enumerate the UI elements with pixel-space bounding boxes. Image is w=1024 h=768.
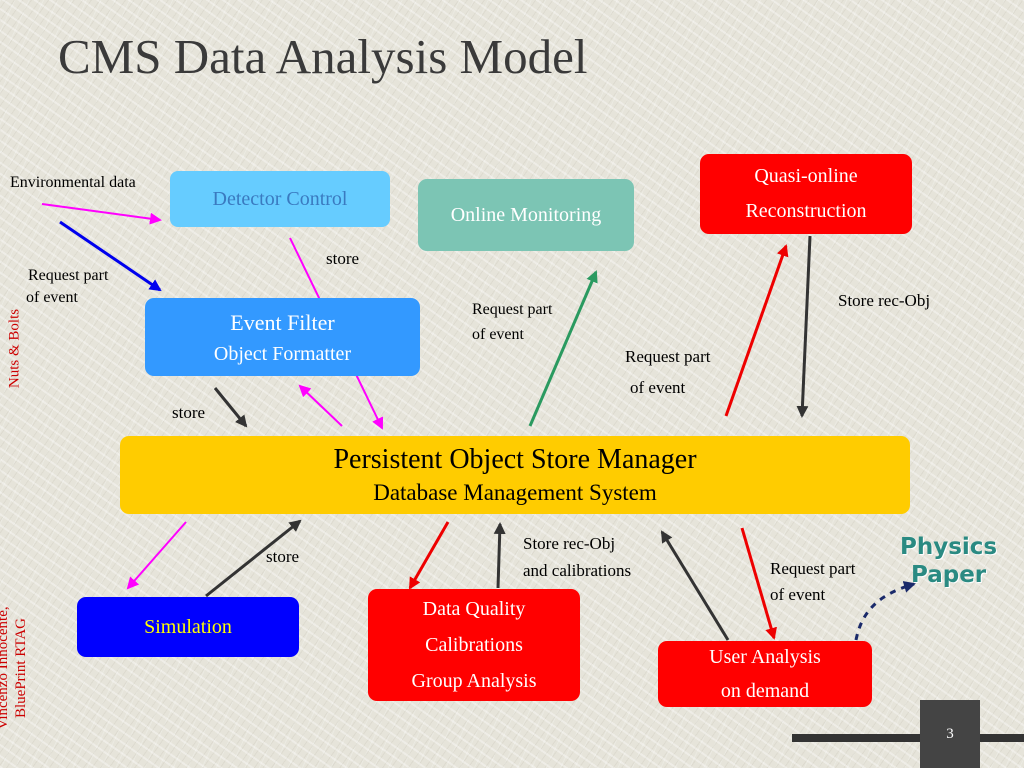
posm-line1: Persistent Object Store Manager	[333, 443, 697, 475]
label-line: Request part	[472, 301, 553, 318]
data-quality-box: Data Quality Calibrations Group Analysis	[368, 589, 580, 701]
label-line: Store rec-Obj	[523, 534, 616, 553]
arrow-request-to-event-filter	[59, 220, 162, 292]
label-line: of event	[770, 584, 826, 604]
nuts-bolts-label: Nuts & Bolts	[6, 308, 23, 389]
label-request-part-bottom: Request part of event	[770, 556, 855, 607]
label-store-top: store	[326, 249, 360, 268]
data-quality-line2: Calibrations	[425, 634, 523, 656]
arrow-event-filter-store	[213, 387, 248, 428]
label-environmental-data: Environmental data	[10, 174, 136, 191]
label-store-rec-obj-bottom: Store rec-Obj and calibrations	[523, 530, 631, 584]
detector-control-label: Detector Control	[212, 187, 348, 210]
physics-paper-line2: Paper	[910, 561, 987, 588]
user-analysis-line2: on demand	[720, 680, 810, 702]
posm-box: Persistent Object Store Manager Database…	[120, 436, 910, 514]
quasi-online-line1: Quasi-online	[754, 165, 858, 187]
detector-control-box: Detector Control	[170, 171, 390, 227]
data-quality-line3: Group Analysis	[411, 670, 537, 692]
slide-number-bar	[792, 734, 1024, 742]
author-line1: Vincenzo Innocente,	[0, 606, 11, 730]
label-line: and calibrations	[523, 561, 632, 581]
author-line2: BluePrint RTAG	[13, 618, 29, 718]
slide-number-box: 3	[920, 700, 980, 768]
physics-paper-line1: Physics	[900, 534, 998, 560]
label-store-bottom: store	[266, 547, 300, 566]
label-request-part-left: Request part of event	[26, 265, 109, 308]
arrow-environmental-to-detector	[41, 203, 162, 225]
posm-line2: Database Management System	[373, 480, 657, 506]
physics-paper-label: Physics Paper	[900, 534, 997, 589]
simulation-box: Simulation	[77, 597, 299, 657]
label-line: of event	[630, 377, 686, 397]
event-filter-box: Event Filter Object Formatter	[145, 298, 420, 376]
quasi-online-box: Quasi-online Reconstruction	[700, 154, 912, 234]
arrow-user-analysis-to-physics-paper	[854, 581, 916, 641]
data-quality-line1: Data Quality	[422, 598, 526, 620]
author-label: Vincenzo Innocente, BluePrint RTAG	[0, 578, 30, 758]
label-line: Request part	[625, 347, 711, 366]
label-store-rec-obj-top: Store rec-Obj	[838, 291, 931, 310]
label-line: of event	[472, 325, 524, 343]
arrow-simulation-store	[205, 519, 302, 598]
slide-number: 3	[946, 726, 954, 742]
arrow-posm-to-quasi-online	[724, 244, 789, 417]
label-request-part-right: Request part of event	[625, 342, 710, 403]
label-request-part-middle: Request part of event	[472, 298, 552, 348]
arrow-posm-to-online-monitoring	[528, 270, 598, 427]
event-filter-line2: Object Formatter	[213, 342, 352, 365]
label-store-left: store	[172, 403, 206, 422]
arrow-user-analysis-store	[660, 530, 730, 641]
arrow-posm-to-user-analysis	[740, 527, 777, 640]
event-filter-line1: Event Filter	[230, 309, 335, 335]
label-line: of event	[26, 288, 78, 306]
quasi-online-line2: Reconstruction	[745, 200, 867, 222]
online-monitoring-label: Online Monitoring	[450, 203, 602, 226]
arrow-posm-to-event-filter	[298, 384, 343, 427]
user-analysis-box: User Analysis on demand	[658, 641, 872, 707]
arrow-data-quality-store	[493, 522, 506, 589]
simulation-label: Simulation	[144, 615, 232, 638]
page-title: CMS Data Analysis Model	[58, 29, 588, 84]
label-line: Request part	[28, 267, 109, 284]
arrow-quasi-online-store-rec	[796, 235, 812, 418]
arrow-posm-to-simulation	[126, 521, 187, 590]
user-analysis-line1: User Analysis	[709, 646, 821, 668]
online-monitoring-box: Online Monitoring	[418, 179, 634, 251]
arrow-posm-to-data-quality	[408, 521, 450, 590]
label-line: Request part	[770, 559, 856, 578]
